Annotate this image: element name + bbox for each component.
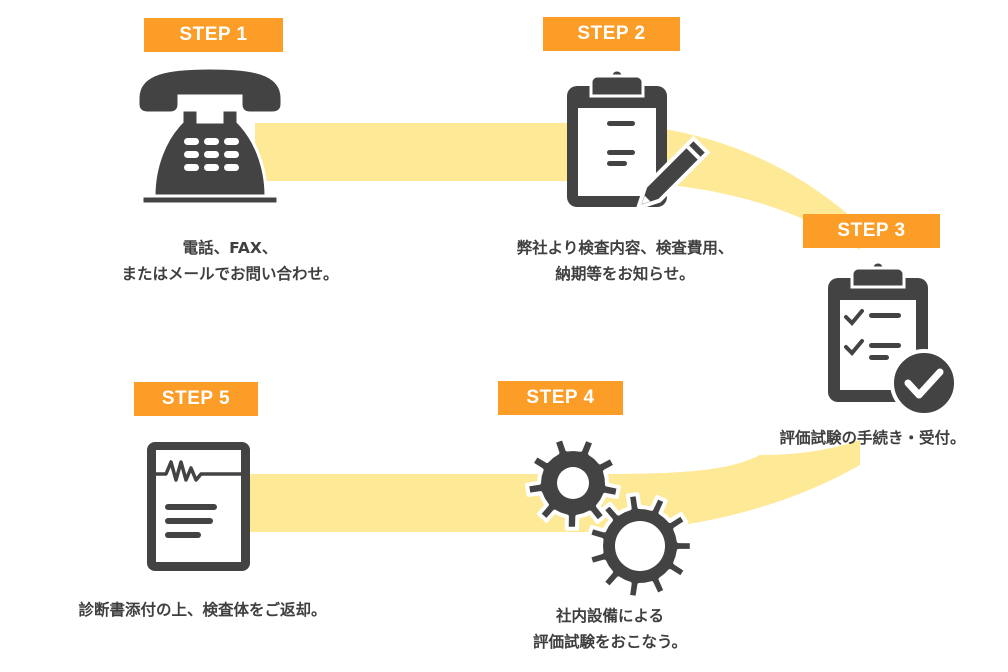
step-5-badge: STEP 5 (134, 382, 258, 416)
gear-small (525, 436, 621, 531)
step-1-caption-line-1: 電話、FAX、 (182, 239, 278, 257)
step-2-caption-line-1: 弊社より検査内容、検査費用、 (516, 239, 734, 257)
step-3-caption: 評価試験の手続き・受付。 (755, 425, 990, 451)
step-2-caption: 弊社より検査内容、検査費用、 納期等をお知らせ。 (480, 235, 770, 287)
step-4-caption-line-1: 社内設備による (555, 607, 665, 625)
clipboard-checklist-icon (828, 260, 958, 417)
gear-large (587, 492, 694, 600)
step-2-badge: STEP 2 (543, 17, 680, 51)
flow-path-segment-1-2 (255, 123, 860, 250)
clipboard-pencil-icon (567, 68, 711, 211)
step-4-caption-line-2: 評価試験をおこなう。 (532, 633, 688, 651)
gears-icon (525, 436, 694, 600)
step-1-caption-line-2: またはメールでお問い合わせ。 (121, 265, 339, 283)
telephone-keypad (184, 138, 239, 171)
gear-large-hole (615, 521, 665, 571)
step-1-caption: 電話、FAX、 またはメールでお問い合わせ。 (80, 235, 380, 287)
diagnosis-report-icon (147, 442, 250, 571)
step-5-caption: 診断書添付の上、検査体をご返却。 (45, 597, 360, 623)
step-3-caption-line-1: 評価試験の手続き・受付。 (779, 429, 966, 447)
step-1-badge: STEP 1 (144, 18, 283, 52)
step-2-caption-line-2: 納期等をお知らせ。 (555, 265, 695, 283)
step-4-caption: 社内設備による 評価試験をおこなう。 (500, 603, 720, 655)
step-5-caption-line-1: 診断書添付の上、検査体をご返却。 (78, 601, 327, 619)
gear-small-hole (557, 467, 589, 499)
step-3-badge: STEP 3 (803, 214, 940, 248)
step-4-badge: STEP 4 (498, 381, 623, 415)
